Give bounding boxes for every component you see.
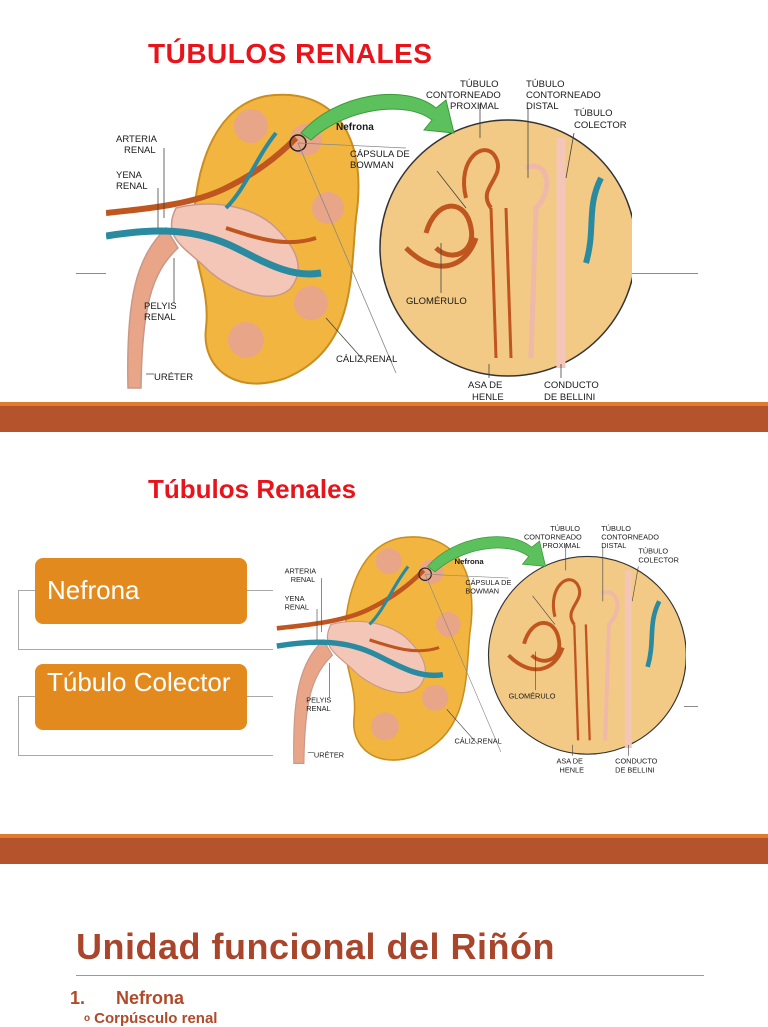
label-distal-2: CONTORNEADO [601,532,659,541]
label-arteria-renal-2: RENAL [124,145,156,156]
label-capsula-2: BOWMAN [350,160,394,171]
slide-2-right-rule [684,706,698,707]
label-proximal-3: PROXIMAL [450,101,499,112]
slide-2-footer-band [0,834,768,864]
slide-2: Túbulos Renales Nefrona Túbulo Colector [0,432,768,834]
label-vena-renal-1: YENA [116,170,143,181]
kidney-diagram-2: ARTERIA RENAL YENA RENAL PELYIS RENAL UR… [276,524,686,782]
label-capsula-1: CÁPSULA DE [465,578,511,587]
label-asa-1: ASA DE [468,380,502,391]
label-colector-2: COLECTOR [638,556,679,565]
label-pelvis-renal-1: PELYIS [306,695,331,704]
slide-1-title: TÚBULOS RENALES [148,38,433,69]
label-bellini-1: CONDUCTO [615,756,658,765]
nefrona-box-label: Nefrona [47,575,140,605]
label-asa-2: HENLE [472,392,504,402]
slide-1-footer-band [0,402,768,432]
slide-3-heading-rule [76,975,704,976]
label-distal-3: DISTAL [601,541,626,550]
label-vena-renal-1: YENA [285,594,305,603]
tubulo-colector-box: Túbulo Colector [35,664,247,730]
slide-3-heading: Unidad funcional del Riñón [76,926,555,967]
sub-list-bullet: o [84,1013,91,1024]
slide-2-title: Túbulos Renales [148,474,357,504]
label-proximal-2: CONTORNEADO [524,532,582,541]
label-asa-2: HENLE [560,766,585,775]
label-bellini-2: DE BELLINI [544,392,595,402]
label-capsula-2: BOWMAN [465,587,499,596]
label-bellini-1: CONDUCTO [544,380,599,391]
slide-1-right-rule [632,273,698,274]
label-distal-3: DISTAL [526,101,559,112]
label-asa-1: ASA DE [556,756,583,765]
label-pelvis-renal-2: RENAL [144,312,176,323]
list-item-label: Nefrona [116,988,185,1008]
nefrona-box: Nefrona [35,558,247,624]
label-capsula-1: CÁPSULA DE [350,149,410,160]
label-colector-1: TÚBULO [574,108,613,119]
label-arteria-renal-1: ARTERIA [116,134,158,145]
slide-2-labels: ARTERIA RENAL YENA RENAL PELYIS RENAL UR… [285,524,679,775]
label-distal-2: CONTORNEADO [526,90,601,101]
label-proximal-1: TÚBULO [550,524,580,533]
slide-1-labels: ARTERIA RENAL YENA RENAL PELYIS RENAL UR… [116,79,627,402]
label-ureter: URÉTER [314,750,344,759]
label-bellini-2: DE BELLINI [615,766,655,775]
label-arteria-renal-2: RENAL [291,575,315,584]
sub-list-item-label: Corpúsculo renal [94,1010,218,1027]
label-arteria-renal-1: ARTERIA [285,566,317,575]
label-colector-1: TÚBULO [638,546,668,555]
label-caliz: CÁLIZ RENAL [455,736,502,745]
label-proximal-3: PROXIMAL [543,541,581,550]
label-glomerulo: GLOMÉRULO [406,296,467,307]
label-distal-1: TÚBULO [601,524,631,533]
label-proximal-1: TÚBULO [460,79,499,90]
list-item-nefrona: 1. Nefrona [70,988,184,1009]
tubulo-colector-box-label: Túbulo Colector [47,667,231,697]
label-proximal-2: CONTORNEADO [426,90,501,101]
label-glomerulo: GLOMÉRULO [509,692,556,701]
list-item-number: 1. [70,988,86,1008]
label-vena-renal-2: RENAL [285,603,309,612]
label-distal-1: TÚBULO [526,79,565,90]
label-caliz: CÁLIZ RENAL [336,354,397,365]
label-ureter: URÉTER [154,372,193,383]
label-colector-2: COLECTOR [574,120,627,131]
label-pelvis-renal-1: PELYIS [144,301,177,312]
label-nefrona: Nefrona [455,557,485,566]
kidney-diagram-1: ARTERIA RENAL YENA RENAL PELYIS RENAL UR… [106,78,632,402]
label-pelvis-renal-2: RENAL [306,704,330,713]
slide-1: TÚBULOS RENALES [0,0,768,402]
slide-1-left-rule [76,273,106,274]
label-vena-renal-2: RENAL [116,181,148,192]
label-nefrona: Nefrona [336,122,374,133]
